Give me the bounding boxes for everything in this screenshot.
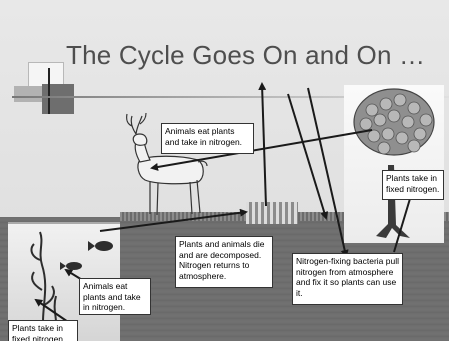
label-animals-eat-plants: Animals eat plants and take in nitrogen. bbox=[161, 123, 254, 154]
tree-illustration bbox=[354, 89, 434, 238]
label-nitrogen-fixing-bacteria: Nitrogen-fixing bacteria pull nitrogen f… bbox=[292, 253, 403, 305]
label-decomposition: Plants and animals die and are decompose… bbox=[175, 236, 273, 288]
arrow-atmosphere-to-bacteria-2 bbox=[308, 88, 346, 256]
arrow-bacteria-to-tree bbox=[394, 192, 412, 252]
arrow-water-to-decompose bbox=[100, 212, 246, 231]
label-aquatic-animals-eat-plants: Animals eat plants and take in nitrogen. bbox=[79, 278, 151, 315]
label-aquatic-plants-fixed-nitrogen: Plants take in fixed nitrogen. bbox=[8, 320, 78, 341]
label-plants-take-in-fixed-nitrogen: Plants take in fixed nitrogen. bbox=[382, 170, 444, 200]
arrow-decompose-to-atmosphere bbox=[262, 84, 266, 206]
fish-illustration bbox=[60, 241, 113, 270]
arrow-atmosphere-to-bacteria-1 bbox=[288, 94, 326, 218]
